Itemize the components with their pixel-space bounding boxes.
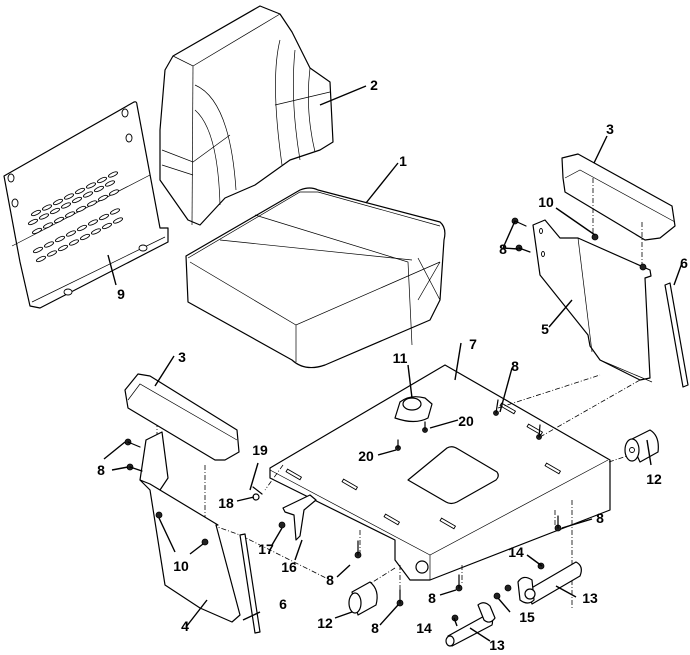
vent-slot xyxy=(87,219,99,226)
vent-slot xyxy=(97,194,109,202)
leader-lines xyxy=(103,85,683,642)
vent-slot xyxy=(35,255,47,263)
vent-slot xyxy=(101,222,113,230)
vent-slot xyxy=(57,244,69,252)
vent-slot xyxy=(82,191,94,198)
vent-slot xyxy=(60,202,72,209)
callout-15: 15 xyxy=(519,609,535,625)
callout-12: 12 xyxy=(317,615,333,631)
pivot-pin-right xyxy=(517,561,582,605)
callout-14: 14 xyxy=(416,620,432,636)
callout-17: 17 xyxy=(258,541,274,557)
callout-13: 13 xyxy=(489,637,505,653)
vent-slot xyxy=(104,180,116,187)
callout-20: 20 xyxy=(458,413,474,429)
vent-slot xyxy=(43,241,55,248)
vent-slot xyxy=(64,211,76,218)
seat-switch xyxy=(394,396,433,423)
callout-16: 16 xyxy=(281,559,297,575)
seat-cushion xyxy=(185,187,446,369)
vent-slot xyxy=(53,216,65,224)
callout-2: 2 xyxy=(370,77,378,93)
vent-slot xyxy=(42,222,54,229)
vent-slots xyxy=(27,171,124,263)
callout-11: 11 xyxy=(392,350,408,366)
callout-8: 8 xyxy=(428,590,436,606)
vent-slot xyxy=(49,207,61,215)
callout-8: 8 xyxy=(511,358,519,374)
vent-slot xyxy=(27,218,39,226)
rear-panel xyxy=(3,101,169,309)
vent-slot xyxy=(68,239,80,246)
callout-18: 18 xyxy=(218,495,234,511)
vent-slot xyxy=(46,250,58,257)
hardware xyxy=(124,217,562,622)
vent-slot xyxy=(98,213,110,221)
vent-slot xyxy=(90,228,102,235)
vent-slot xyxy=(63,193,75,200)
vent-slot xyxy=(30,209,42,217)
vent-slot xyxy=(32,246,44,254)
vent-slot xyxy=(75,205,87,213)
callout-6: 6 xyxy=(279,596,287,612)
bumper-left xyxy=(348,581,378,616)
callout-8: 8 xyxy=(97,462,105,478)
armrest-right xyxy=(561,153,676,241)
trim-strip-right xyxy=(664,282,689,388)
seat-back xyxy=(159,5,334,226)
callout-20: 20 xyxy=(358,448,374,464)
callout-13: 13 xyxy=(582,590,598,606)
seat-base-plate xyxy=(269,364,611,581)
callout-4: 4 xyxy=(181,618,189,634)
callout-10: 10 xyxy=(173,558,189,574)
vent-slot xyxy=(65,230,77,237)
vent-slot xyxy=(52,198,64,206)
vent-slot xyxy=(96,176,108,184)
vent-slot xyxy=(108,189,120,196)
callout-6: 6 xyxy=(680,255,688,271)
vent-slot xyxy=(54,235,66,243)
vent-slot xyxy=(86,200,98,207)
vent-slot xyxy=(38,213,50,220)
armrest-bracket-right xyxy=(532,219,653,383)
callout-8: 8 xyxy=(596,510,604,526)
callout-19: 19 xyxy=(252,442,268,458)
armrest-bracket-left xyxy=(139,431,241,623)
vent-slot xyxy=(76,224,88,232)
bumper-right xyxy=(624,429,659,463)
callout-1: 1 xyxy=(399,153,407,169)
callout-8: 8 xyxy=(371,620,379,636)
vent-slot xyxy=(71,196,83,204)
vent-slot xyxy=(41,204,53,211)
vent-slot xyxy=(85,182,97,189)
vent-slot xyxy=(79,233,91,241)
trim-strip-left xyxy=(239,533,261,634)
callout-9: 9 xyxy=(117,286,125,302)
callout-14: 14 xyxy=(508,544,524,560)
callout-3: 3 xyxy=(178,349,186,365)
vent-slot xyxy=(74,187,86,195)
plate-slots xyxy=(285,402,562,530)
callout-5: 5 xyxy=(541,321,549,337)
vent-slot xyxy=(112,217,124,224)
vent-slot xyxy=(107,171,119,178)
callout-12: 12 xyxy=(646,471,662,487)
vent-slot xyxy=(109,208,121,215)
callout-7: 7 xyxy=(469,336,477,352)
callout-8: 8 xyxy=(499,241,507,257)
armrest-left xyxy=(124,373,240,461)
callout-3: 3 xyxy=(606,121,614,137)
vent-slot xyxy=(93,185,105,193)
callout-10: 10 xyxy=(538,194,554,210)
vent-slot xyxy=(31,227,43,235)
pivot-pin-left xyxy=(445,602,496,647)
callout-8: 8 xyxy=(326,572,334,588)
